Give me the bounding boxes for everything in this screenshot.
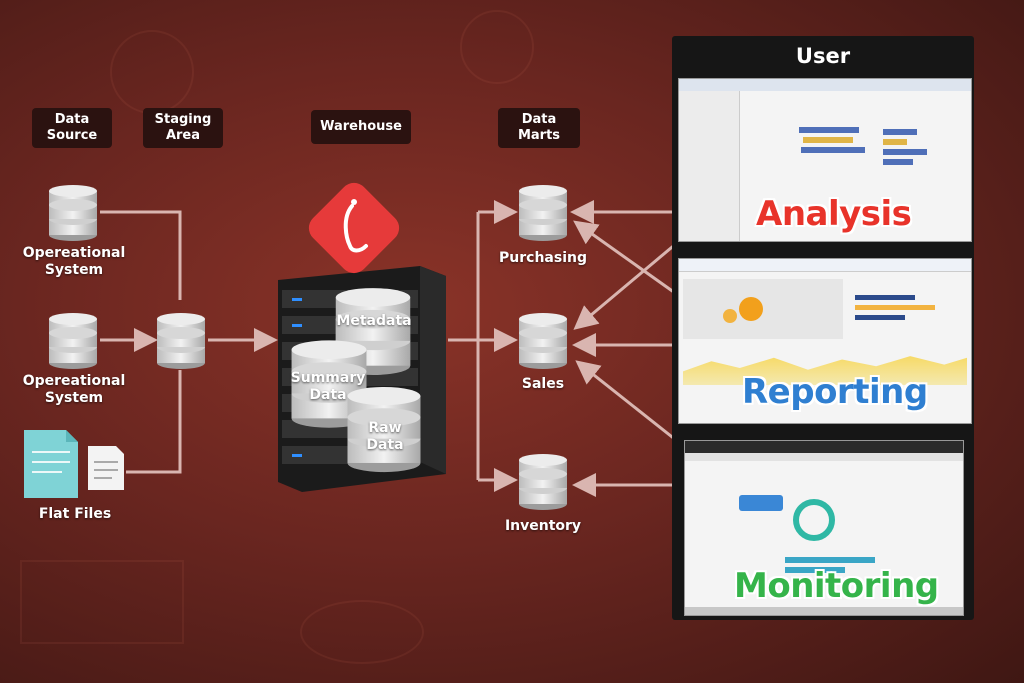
database-icon-sales <box>519 313 567 369</box>
connector-op1-staging <box>100 210 182 300</box>
mart-label-inventory: Inventory <box>504 518 582 534</box>
source-label-flat-files: Flat Files <box>38 506 112 522</box>
database-icon-op2 <box>49 313 97 369</box>
stage-data-source: Data Source <box>32 108 112 148</box>
mart-label-sales: Sales <box>521 376 565 392</box>
warehouse-label-metadata: Metadata <box>336 313 412 329</box>
source-label-op1: Opereational System <box>22 245 126 278</box>
analysis-label: Analysis <box>756 194 912 234</box>
database-icon-staging <box>157 313 205 369</box>
mart-label-purchasing: Purchasing <box>499 250 587 266</box>
database-icon-op1 <box>49 185 97 241</box>
connector-monitoring-sales <box>575 360 687 450</box>
source-label-op2: Opereational System <box>22 373 126 406</box>
stage-staging-area: Staging Area <box>143 108 223 148</box>
monitoring-screenshot <box>684 440 964 616</box>
connector-analysis-sales <box>573 230 691 330</box>
user-panel: User Analysis Reporting Monitoring <box>672 36 974 620</box>
database-icon-inventory <box>519 454 567 510</box>
database-icon-purchasing <box>519 185 567 241</box>
analysis-screenshot <box>678 78 972 242</box>
stage-data-marts: Data Marts <box>498 108 580 148</box>
background-decoration <box>300 600 424 664</box>
monitoring-label: Monitoring <box>734 566 939 606</box>
flat-files-icon <box>24 430 124 498</box>
warehouse-label-raw: Raw Data <box>366 420 404 453</box>
user-title: User <box>795 44 851 68</box>
brand-logo-icon <box>308 182 400 274</box>
connector-flat-staging <box>126 370 182 474</box>
stage-warehouse: Warehouse <box>311 110 411 144</box>
background-decoration <box>460 10 534 84</box>
reporting-label: Reporting <box>742 372 928 412</box>
background-decoration <box>20 560 184 644</box>
warehouse-label-summary: Summary Data <box>290 370 366 403</box>
reporting-screenshot <box>678 258 972 424</box>
